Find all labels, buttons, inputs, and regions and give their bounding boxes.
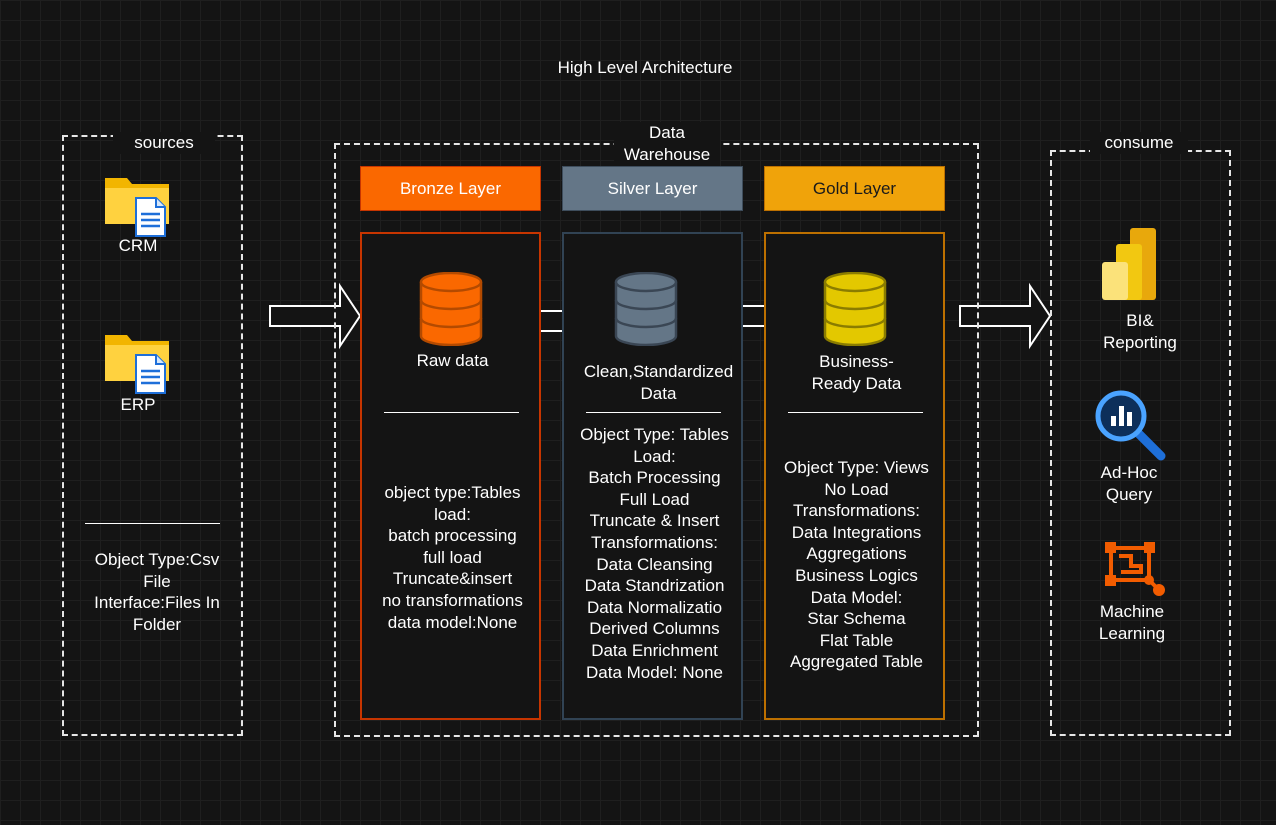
detail-line: Aggregated Table [790, 652, 923, 672]
warehouse-label-line: Warehouse [623, 145, 711, 164]
folder-document-icon [105, 335, 169, 394]
detail-line: Data Model: [810, 587, 903, 607]
detail-line: Truncate & Insert [589, 511, 720, 531]
detail-line: Batch Processing [588, 468, 721, 488]
detail-line: Transformations: [591, 532, 718, 552]
detail-line: batch processing [388, 526, 517, 546]
detail-line: Load: [633, 446, 676, 466]
detail-line: no transformations [382, 590, 523, 610]
detail-line: Data Normalizatio [586, 597, 723, 617]
detail-line: Interface:Files In [94, 593, 220, 613]
label-line: Query [1105, 484, 1153, 504]
bronze-layer-box: Raw data object type:Tables load: batch … [360, 232, 541, 720]
data-label-line: Ready Data [811, 373, 902, 393]
sources-details: Object Type:Csv File Interface:Files In … [62, 549, 252, 635]
warehouse-label-line: Data [649, 123, 685, 142]
bronze-divider [384, 412, 519, 413]
consume-ml-label: Machine Learning [1082, 601, 1182, 644]
detail-line: Business Logics [795, 565, 918, 585]
label-line: BI& [1126, 311, 1154, 330]
search-chart-icon [1095, 390, 1166, 461]
gold-layer-header: Gold Layer [764, 166, 945, 211]
detail-line: full load [423, 547, 482, 567]
warehouse-label: Data Warehouse [614, 122, 720, 166]
consume-adhoc-label: Ad-Hoc Query [1079, 462, 1179, 505]
label-line: Machine [1099, 602, 1165, 621]
consume-bi-label: BI& Reporting [1090, 310, 1190, 353]
database-icon [823, 272, 887, 346]
silver-details: Object Type: Tables Load: Batch Processi… [564, 424, 745, 683]
detail-line: data model:None [387, 612, 518, 632]
label-line: Learning [1098, 623, 1166, 643]
detail-line: Data Standrization [584, 576, 725, 596]
detail-line: Data Model: None [585, 662, 724, 682]
gold-details: Object Type: Views No Load Transformatio… [766, 457, 947, 673]
bronze-data-label: Raw data [362, 350, 543, 372]
data-label-line: Business- [819, 352, 894, 371]
consume-label: consume [1090, 132, 1188, 154]
silver-divider [586, 412, 721, 413]
detail-line: File [143, 571, 171, 591]
bronze-layer-header: Bronze Layer [360, 166, 541, 211]
gold-layer-box: Business- Ready Data Object Type: Views … [764, 232, 945, 720]
data-label-line: Data [640, 383, 677, 403]
detail-line: Flat Table [819, 630, 894, 650]
database-icon [614, 272, 678, 346]
detail-line: Folder [132, 614, 182, 634]
detail-line: No Load [824, 479, 889, 499]
detail-line: object type:Tables [384, 483, 521, 502]
detail-line: Full Load [619, 489, 690, 509]
machine-learning-icon [1105, 542, 1165, 596]
sources-divider [85, 523, 220, 524]
gold-data-label: Business- Ready Data [766, 351, 947, 394]
detail-line: Object Type:Csv [94, 550, 220, 569]
data-label-line: Raw data [416, 351, 489, 370]
database-icon [419, 272, 483, 346]
arrow-warehouse-to-consume [959, 282, 1052, 350]
detail-line: Data Cleansing [596, 554, 713, 574]
label-line: Reporting [1103, 332, 1177, 352]
detail-line: Object Type: Tables [580, 425, 729, 444]
detail-line: Aggregations [806, 544, 907, 564]
folder-document-icon [105, 178, 169, 237]
label-line: Ad-Hoc [1100, 463, 1158, 482]
data-label-line: Clean,Standardized [583, 362, 734, 381]
detail-line: Data Enrichment [591, 640, 718, 660]
source-crm-label: CRM [118, 236, 158, 255]
detail-line: Truncate&insert [392, 569, 513, 589]
arrow-sources-to-bronze [269, 282, 362, 350]
silver-layer-box: Clean,Standardized Data Object Type: Tab… [562, 232, 743, 720]
sources-label: sources [113, 132, 215, 154]
detail-line: Object Type: Views [784, 458, 929, 477]
bronze-details: object type:Tables load: batch processin… [362, 482, 543, 633]
silver-layer-header: Silver Layer [562, 166, 743, 211]
detail-line: load: [434, 504, 471, 524]
detail-line: Star Schema [807, 609, 906, 629]
detail-line: Data Integrations [791, 522, 922, 542]
power-bi-icon [1102, 228, 1156, 300]
detail-line: Derived Columns [589, 619, 720, 639]
diagram-title: High Level Architecture [557, 58, 733, 77]
silver-data-label: Clean,Standardized Data [568, 361, 749, 404]
gold-divider [788, 412, 923, 413]
detail-line: Transformations: [793, 501, 920, 521]
source-erp-label: ERP [120, 395, 156, 414]
